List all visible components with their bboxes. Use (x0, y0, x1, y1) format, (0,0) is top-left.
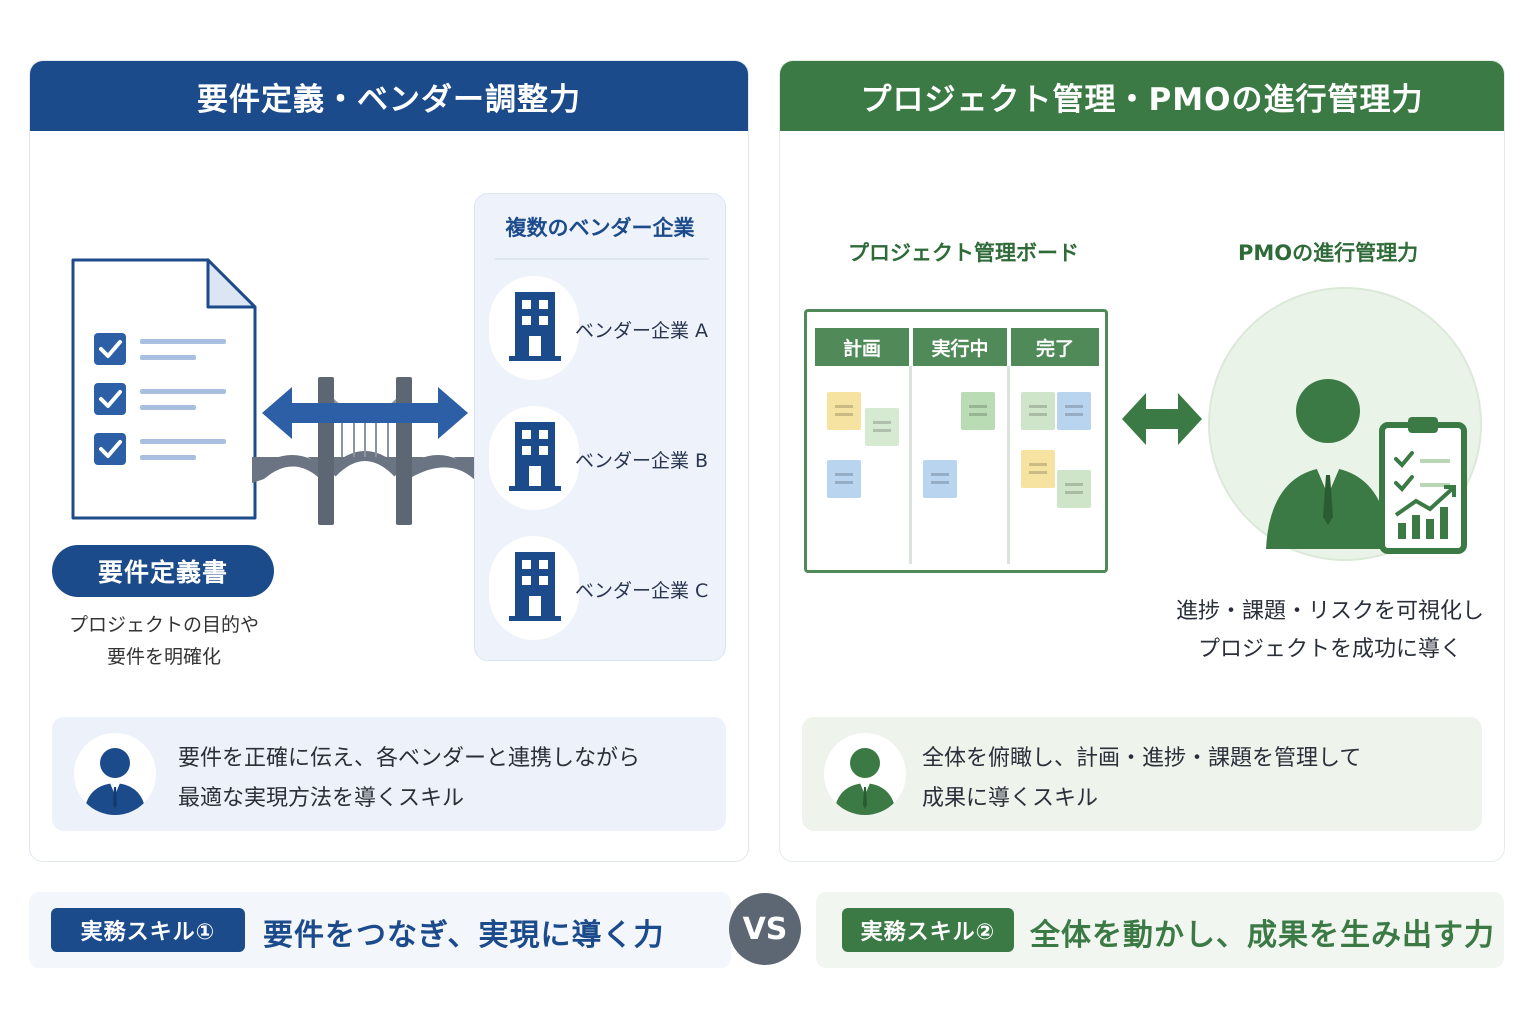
sticky-note (923, 460, 957, 498)
document-caption-line1: プロジェクトの目的や (68, 614, 259, 636)
sticky-note (961, 392, 995, 430)
building-icon (509, 552, 561, 621)
right-skill-text: 全体を俯瞰し、計画・進捗・課題を管理して 成果に導くスキル (922, 739, 1361, 819)
vendor-companies-box: 複数のベンダー企業 ベンダー企業 A ベンダー企業 B (474, 193, 726, 661)
person-icon (84, 748, 146, 815)
sticky-note (1021, 450, 1055, 488)
column-divider (909, 366, 912, 564)
sticky-note (1057, 392, 1091, 430)
left-panel-title: 要件定義・ベンダー調整力 (30, 61, 748, 131)
avatar (74, 733, 156, 815)
right-skill-summary: 全体を動かし、成果を生み出す力 (1030, 918, 1495, 953)
person-icon (834, 748, 896, 815)
sticky-note (865, 408, 899, 446)
vendor-item-b: ベンダー企業 B (489, 406, 721, 510)
document-caption: プロジェクトの目的や 要件を明確化 (30, 609, 298, 673)
left-skill-card: 要件を正確に伝え、各ベンダーと連携しながら 最適な実現方法を導くスキル (52, 717, 726, 831)
vendor-label: ベンダー企業 B (575, 450, 709, 472)
left-panel: 要件定義・ベンダー調整力 要件定義書 プロジェクトの目的や 要件を明確化 (29, 60, 749, 862)
left-skill-summary-bar: 実務スキル① 要件をつなぎ、実現に導く力 (29, 892, 731, 968)
left-skill-line1: 要件を正確に伝え、各ベンダーと連携しながら (178, 746, 641, 771)
sticky-note (827, 460, 861, 498)
left-skill-line2: 最適な実現方法を導くスキル (178, 786, 465, 811)
skill-tag-1: 実務スキル① (51, 908, 245, 952)
double-arrow-icon (1122, 393, 1202, 445)
vendor-icon-circle (489, 276, 579, 380)
document-caption-line2: 要件を明確化 (106, 646, 221, 668)
board-column-in-progress: 実行中 (913, 328, 1007, 366)
column-divider (1007, 366, 1010, 564)
divider (495, 258, 709, 260)
right-skill-line1: 全体を俯瞰し、計画・進捗・課題を管理して (922, 746, 1362, 771)
bridge-icon (252, 377, 478, 525)
pmo-caption-line2: プロジェクトを成功に導く (1197, 637, 1462, 662)
building-icon (509, 292, 561, 361)
requirements-document-icon (71, 258, 257, 520)
vendor-item-c: ベンダー企業 C (489, 536, 721, 640)
board-title: プロジェクト管理ボード (848, 241, 1079, 265)
left-skill-text: 要件を正確に伝え、各ベンダーと連携しながら 最適な実現方法を導くスキル (178, 739, 640, 819)
vendor-companies-title: 複数のベンダー企業 (505, 216, 695, 240)
left-skill-summary: 要件をつなぎ、実現に導く力 (263, 918, 665, 953)
right-panel: プロジェクト管理・PMOの進行管理力 プロジェクト管理ボード PMOの進行管理力… (779, 60, 1505, 862)
requirements-document-badge: 要件定義書 (52, 545, 274, 597)
right-skill-summary-bar: 実務スキル② 全体を動かし、成果を生み出す力 (816, 892, 1504, 968)
project-board: 計画 実行中 完了 (804, 309, 1108, 573)
vendor-label: ベンダー企業 A (575, 320, 709, 342)
vendor-item-a: ベンダー企業 A (489, 276, 721, 380)
vendor-icon-circle (489, 406, 579, 510)
sticky-note (827, 392, 861, 430)
board-column-plan: 計画 (815, 328, 909, 366)
vendor-label: ベンダー企業 C (575, 580, 709, 602)
board-column-done: 完了 (1011, 328, 1099, 366)
avatar (824, 733, 906, 815)
sticky-note (1057, 470, 1091, 508)
right-skill-line2: 成果に導くスキル (922, 786, 1099, 811)
right-panel-title: プロジェクト管理・PMOの進行管理力 (780, 61, 1504, 131)
pmo-caption: 進捗・課題・リスクを可視化し プロジェクトを成功に導く (1160, 593, 1500, 669)
building-icon (509, 422, 561, 491)
pmo-caption-line1: 進捗・課題・リスクを可視化し (1175, 599, 1484, 624)
skill-tag-2: 実務スキル② (842, 908, 1014, 952)
pmo-title: PMOの進行管理力 (1238, 241, 1419, 265)
vs-badge: VS (729, 893, 801, 965)
pmo-manager-icon (1266, 379, 1467, 554)
vendor-icon-circle (489, 536, 579, 640)
right-skill-card: 全体を俯瞰し、計画・進捗・課題を管理して 成果に導くスキル (802, 717, 1482, 831)
sticky-note (1021, 392, 1055, 430)
